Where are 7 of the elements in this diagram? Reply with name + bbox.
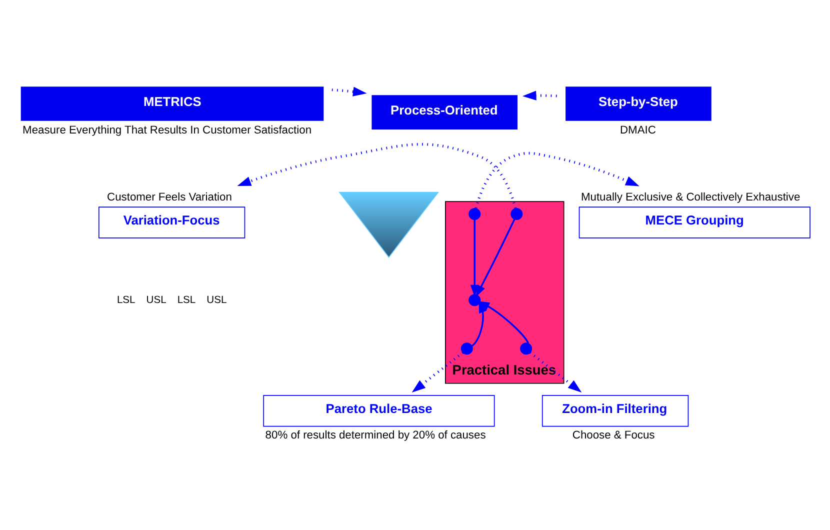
node-label: Mutually Exclusive & Collectively Exhaustive xyxy=(580,192,800,204)
label: LSL USL LSL USL xyxy=(116,294,227,306)
node-label: Measure Everything That Results In Customer Satisfaction xyxy=(22,124,312,136)
node-label: Customer Feels Variation xyxy=(107,192,232,204)
node-label: Choose & Focus xyxy=(572,430,655,442)
node-label: 80% of results determined by 20% of causes xyxy=(265,430,486,442)
node-label: DMAIC xyxy=(620,124,656,136)
